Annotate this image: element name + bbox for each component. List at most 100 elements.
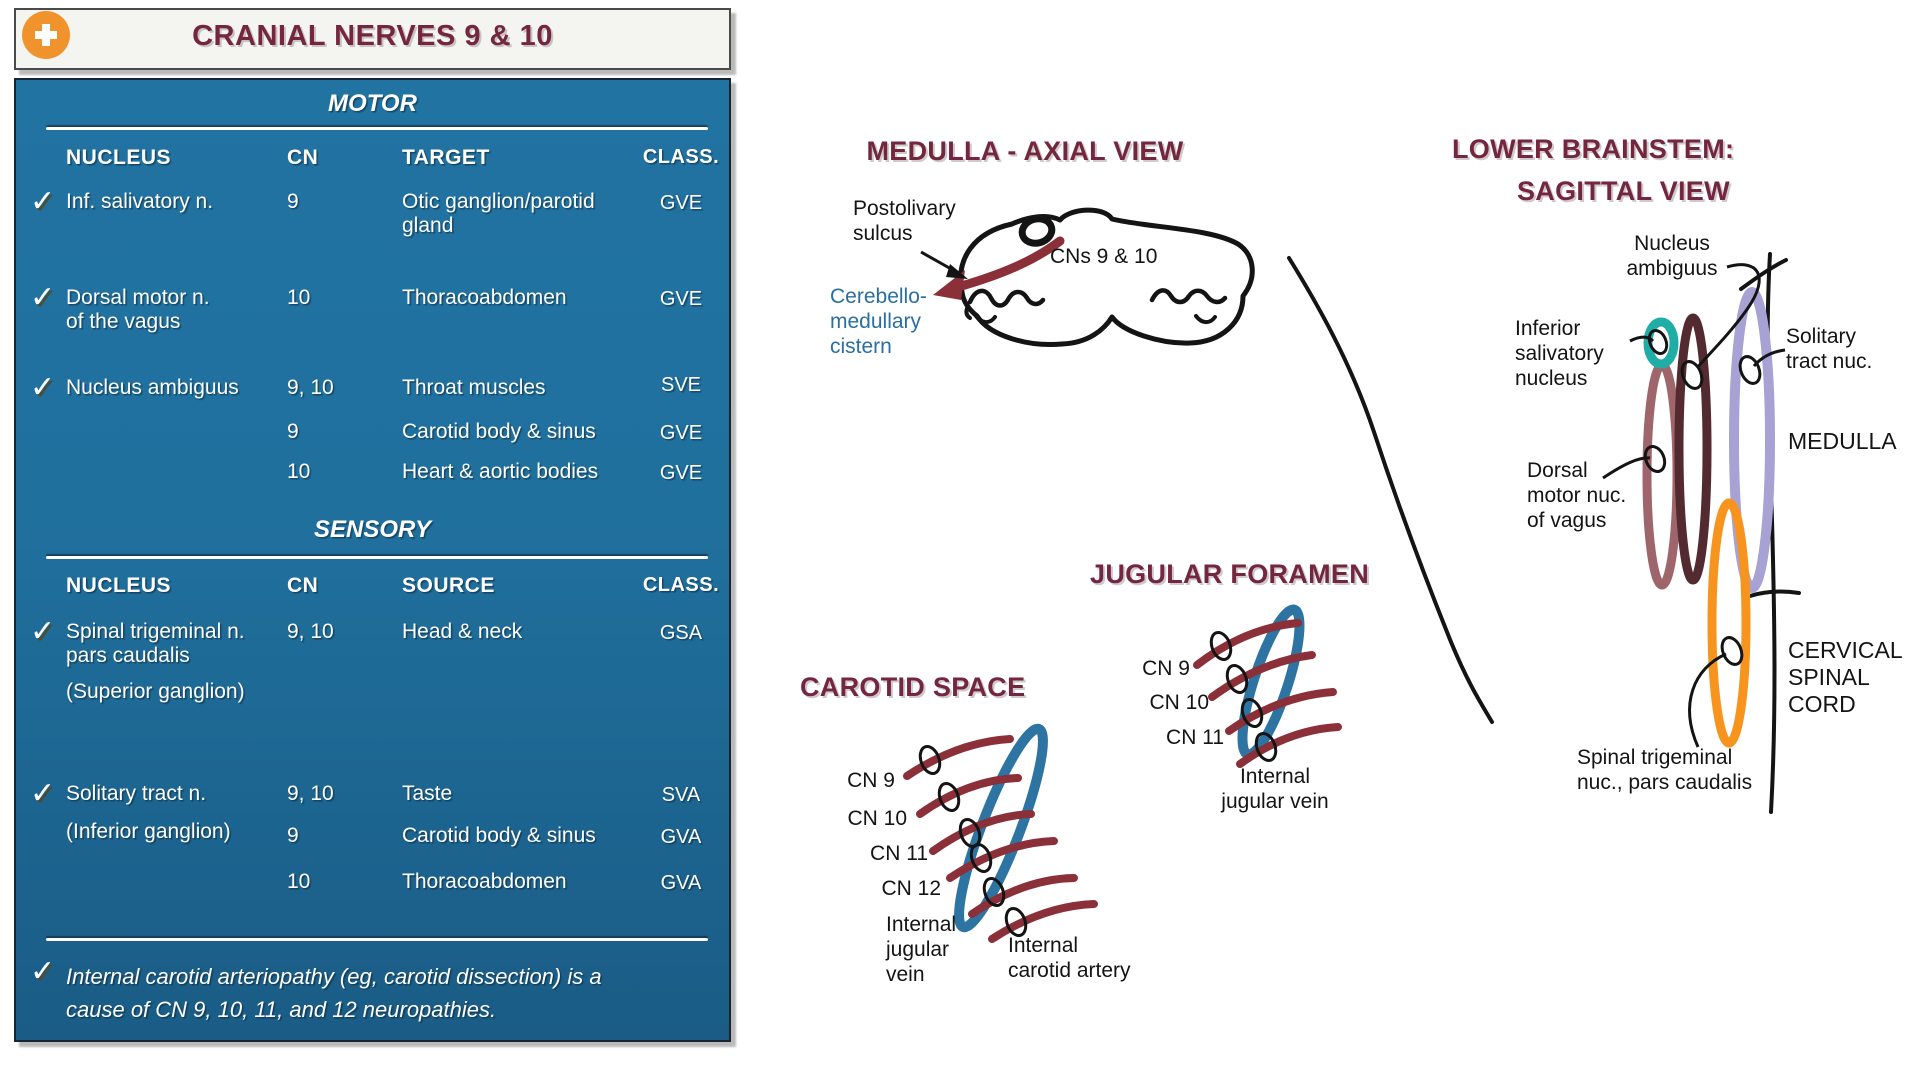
- row-source: Taste: [402, 782, 453, 805]
- row-class: SVE: [660, 374, 702, 396]
- orange-spinal-trigeminal-ellipse: [1707, 498, 1751, 748]
- row-nucleus: Nucleus ambiguus: [66, 376, 239, 399]
- carotid-cn9-nerve: [903, 735, 1014, 780]
- checkmark-icon: ✓: [30, 371, 56, 404]
- carotid-lower-nerve: [968, 874, 1078, 918]
- postolivary-pointer-arrowhead: [946, 264, 968, 279]
- row-class: GVE: [659, 192, 703, 214]
- sensory-col-nucleus: NUCLEUS: [66, 574, 172, 597]
- teal-inferior-salivatory-circle: [1643, 317, 1679, 369]
- row-class: GSA: [659, 622, 703, 644]
- footnote-separator: [46, 938, 708, 941]
- carotid-jugular-vein-label: Internal jugular vein: [886, 913, 957, 986]
- row-cn: 9, 10: [287, 782, 334, 805]
- row-class: GVA: [660, 872, 702, 894]
- sensory-col-source: SOURCE: [402, 574, 495, 597]
- row-target: Throat muscles: [402, 376, 546, 399]
- row-cn: 9, 10: [287, 620, 334, 643]
- jugular-cn9-nerve: [1193, 619, 1302, 669]
- row-nucleus: Solitary tract n.: [66, 782, 207, 805]
- dorsal-edge-top-tick: [1739, 258, 1788, 291]
- row-nucleus: Spinal trigeminal n. pars caudalis: [66, 620, 245, 667]
- jugular-foramen-title: JUGULAR FORAMEN: [1090, 559, 1369, 589]
- table-header-bar: [14, 8, 731, 70]
- cerebellomedullary-cistern-label: Cerebello- medullary cistern: [830, 285, 927, 358]
- carotid-cn11-label: CN 11: [870, 842, 928, 865]
- cn9-10-exit-arrow: [953, 236, 1065, 292]
- row-cn: 9: [287, 190, 299, 213]
- row-source: Thoracoabdomen: [402, 870, 567, 893]
- jugular-cn10-label: CN 10: [1149, 691, 1209, 714]
- inferior-salivatory-pointer: [1629, 335, 1655, 343]
- carotid-ring-6: [1004, 906, 1028, 938]
- jugular-foramen-drawing: [1193, 604, 1342, 768]
- row-class: SVA: [661, 784, 701, 806]
- sensory-col-cn: CN: [287, 574, 319, 597]
- footnote-text: Internal carotid arteriopathy (eg, carot…: [66, 964, 602, 1022]
- cervical-spinal-cord-label: CERVICAL SPINAL CORD: [1788, 637, 1903, 718]
- cns-9-10-label: CNs 9 & 10: [1050, 245, 1158, 268]
- brainstem-anterior-edge-line: [1287, 256, 1494, 724]
- lavender-solitary-tract-ellipse: [1729, 287, 1775, 593]
- checkmark-icon: ✓: [30, 615, 56, 648]
- row-target: Heart & aortic bodies: [402, 460, 599, 483]
- checkmark-icon: ✓: [30, 777, 56, 810]
- medulla-cord-boundary-tick: [1748, 589, 1801, 598]
- carotid-cn12-nerve: [946, 837, 1058, 882]
- axial-view-title: MEDULLA - AXIAL VIEW: [866, 136, 1184, 166]
- motor-col-target: TARGET: [402, 146, 490, 169]
- jugular-ring-2: [1225, 663, 1249, 695]
- jugular-cn9-label: CN 9: [1142, 657, 1190, 680]
- row-target: Carotid body & sinus: [402, 420, 596, 443]
- carotid-ring-2: [937, 781, 961, 813]
- sagittal-ring-rose: [1643, 444, 1667, 474]
- motor-section-heading: MOTOR: [328, 90, 417, 117]
- sagittal-ring-maroon: [1680, 360, 1704, 390]
- carotid-cn9-label: CN 9: [847, 769, 895, 792]
- nucleus-ambiguus-label: Nucleus ambiguus: [1626, 232, 1718, 280]
- row-nucleus: Inf. salivatory n.: [66, 190, 214, 213]
- page-title: CRANIAL NERVES 9 & 10: [192, 20, 553, 52]
- postolivary-sulcus-label: Postolivary sulcus: [853, 197, 956, 245]
- dorsal-motor-pointer: [1602, 456, 1651, 480]
- row-class: GVE: [659, 422, 703, 444]
- spinal-trigeminal-pointer: [1688, 652, 1727, 748]
- row-target: Thoracoabdomen: [402, 286, 567, 309]
- row-cn: 9, 10: [287, 376, 334, 399]
- spinal-trigeminal-label: Spinal trigeminal nuc., pars caudalis: [1577, 746, 1753, 794]
- row-class: GVA: [660, 826, 702, 848]
- row-cn: 10: [287, 460, 311, 483]
- jugular-ring-1: [1209, 630, 1233, 662]
- carotid-ring-4: [969, 842, 993, 874]
- row-class: GVE: [659, 288, 703, 310]
- dorsal-motor-label: Dorsal motor nuc. of vagus: [1527, 459, 1627, 532]
- checkmark-icon: ✓: [30, 185, 56, 218]
- row-cn: 9: [287, 824, 299, 847]
- carotid-cn12-label: CN 12: [881, 877, 941, 900]
- motor-col-cn: CN: [287, 146, 319, 169]
- sagittal-ring-lavender: [1738, 355, 1762, 385]
- inferior-salivatory-label: Inferior salivatory nucleus: [1515, 317, 1604, 390]
- left-olive-squiggle-2: [964, 304, 997, 325]
- checkmark-icon: ✓: [30, 281, 56, 314]
- solitary-tract-label: Solitary tract nuc.: [1786, 325, 1873, 373]
- carotid-ring-1: [918, 744, 942, 776]
- row-class: GVE: [659, 462, 703, 484]
- sagittal-view-title-line2: SAGITTAL VIEW: [1517, 176, 1730, 206]
- carotid-cn10-nerve: [916, 774, 1022, 818]
- motor-separator: [46, 127, 708, 130]
- carotid-artery-label: Internal carotid artery: [1008, 934, 1131, 982]
- sensory-section-heading: SENSORY: [314, 516, 431, 543]
- dark-maroon-nucleus-ambiguus-ellipse: [1674, 313, 1712, 585]
- sagittal-view-drawing: [1287, 252, 1801, 814]
- nucleus-ambiguus-pointer: [1695, 263, 1761, 369]
- row-ganglion: (Inferior ganglion): [66, 820, 231, 843]
- medulla-axial-drawing: [920, 207, 1255, 347]
- solitary-tract-pointer: [1752, 348, 1786, 367]
- row-source: Carotid body & sinus: [402, 824, 596, 847]
- medulla-label: MEDULLA: [1788, 428, 1897, 454]
- row-cn: 10: [287, 870, 311, 893]
- right-olive-squiggle: [1149, 288, 1228, 305]
- jugular-cn10-nerve: [1208, 651, 1316, 701]
